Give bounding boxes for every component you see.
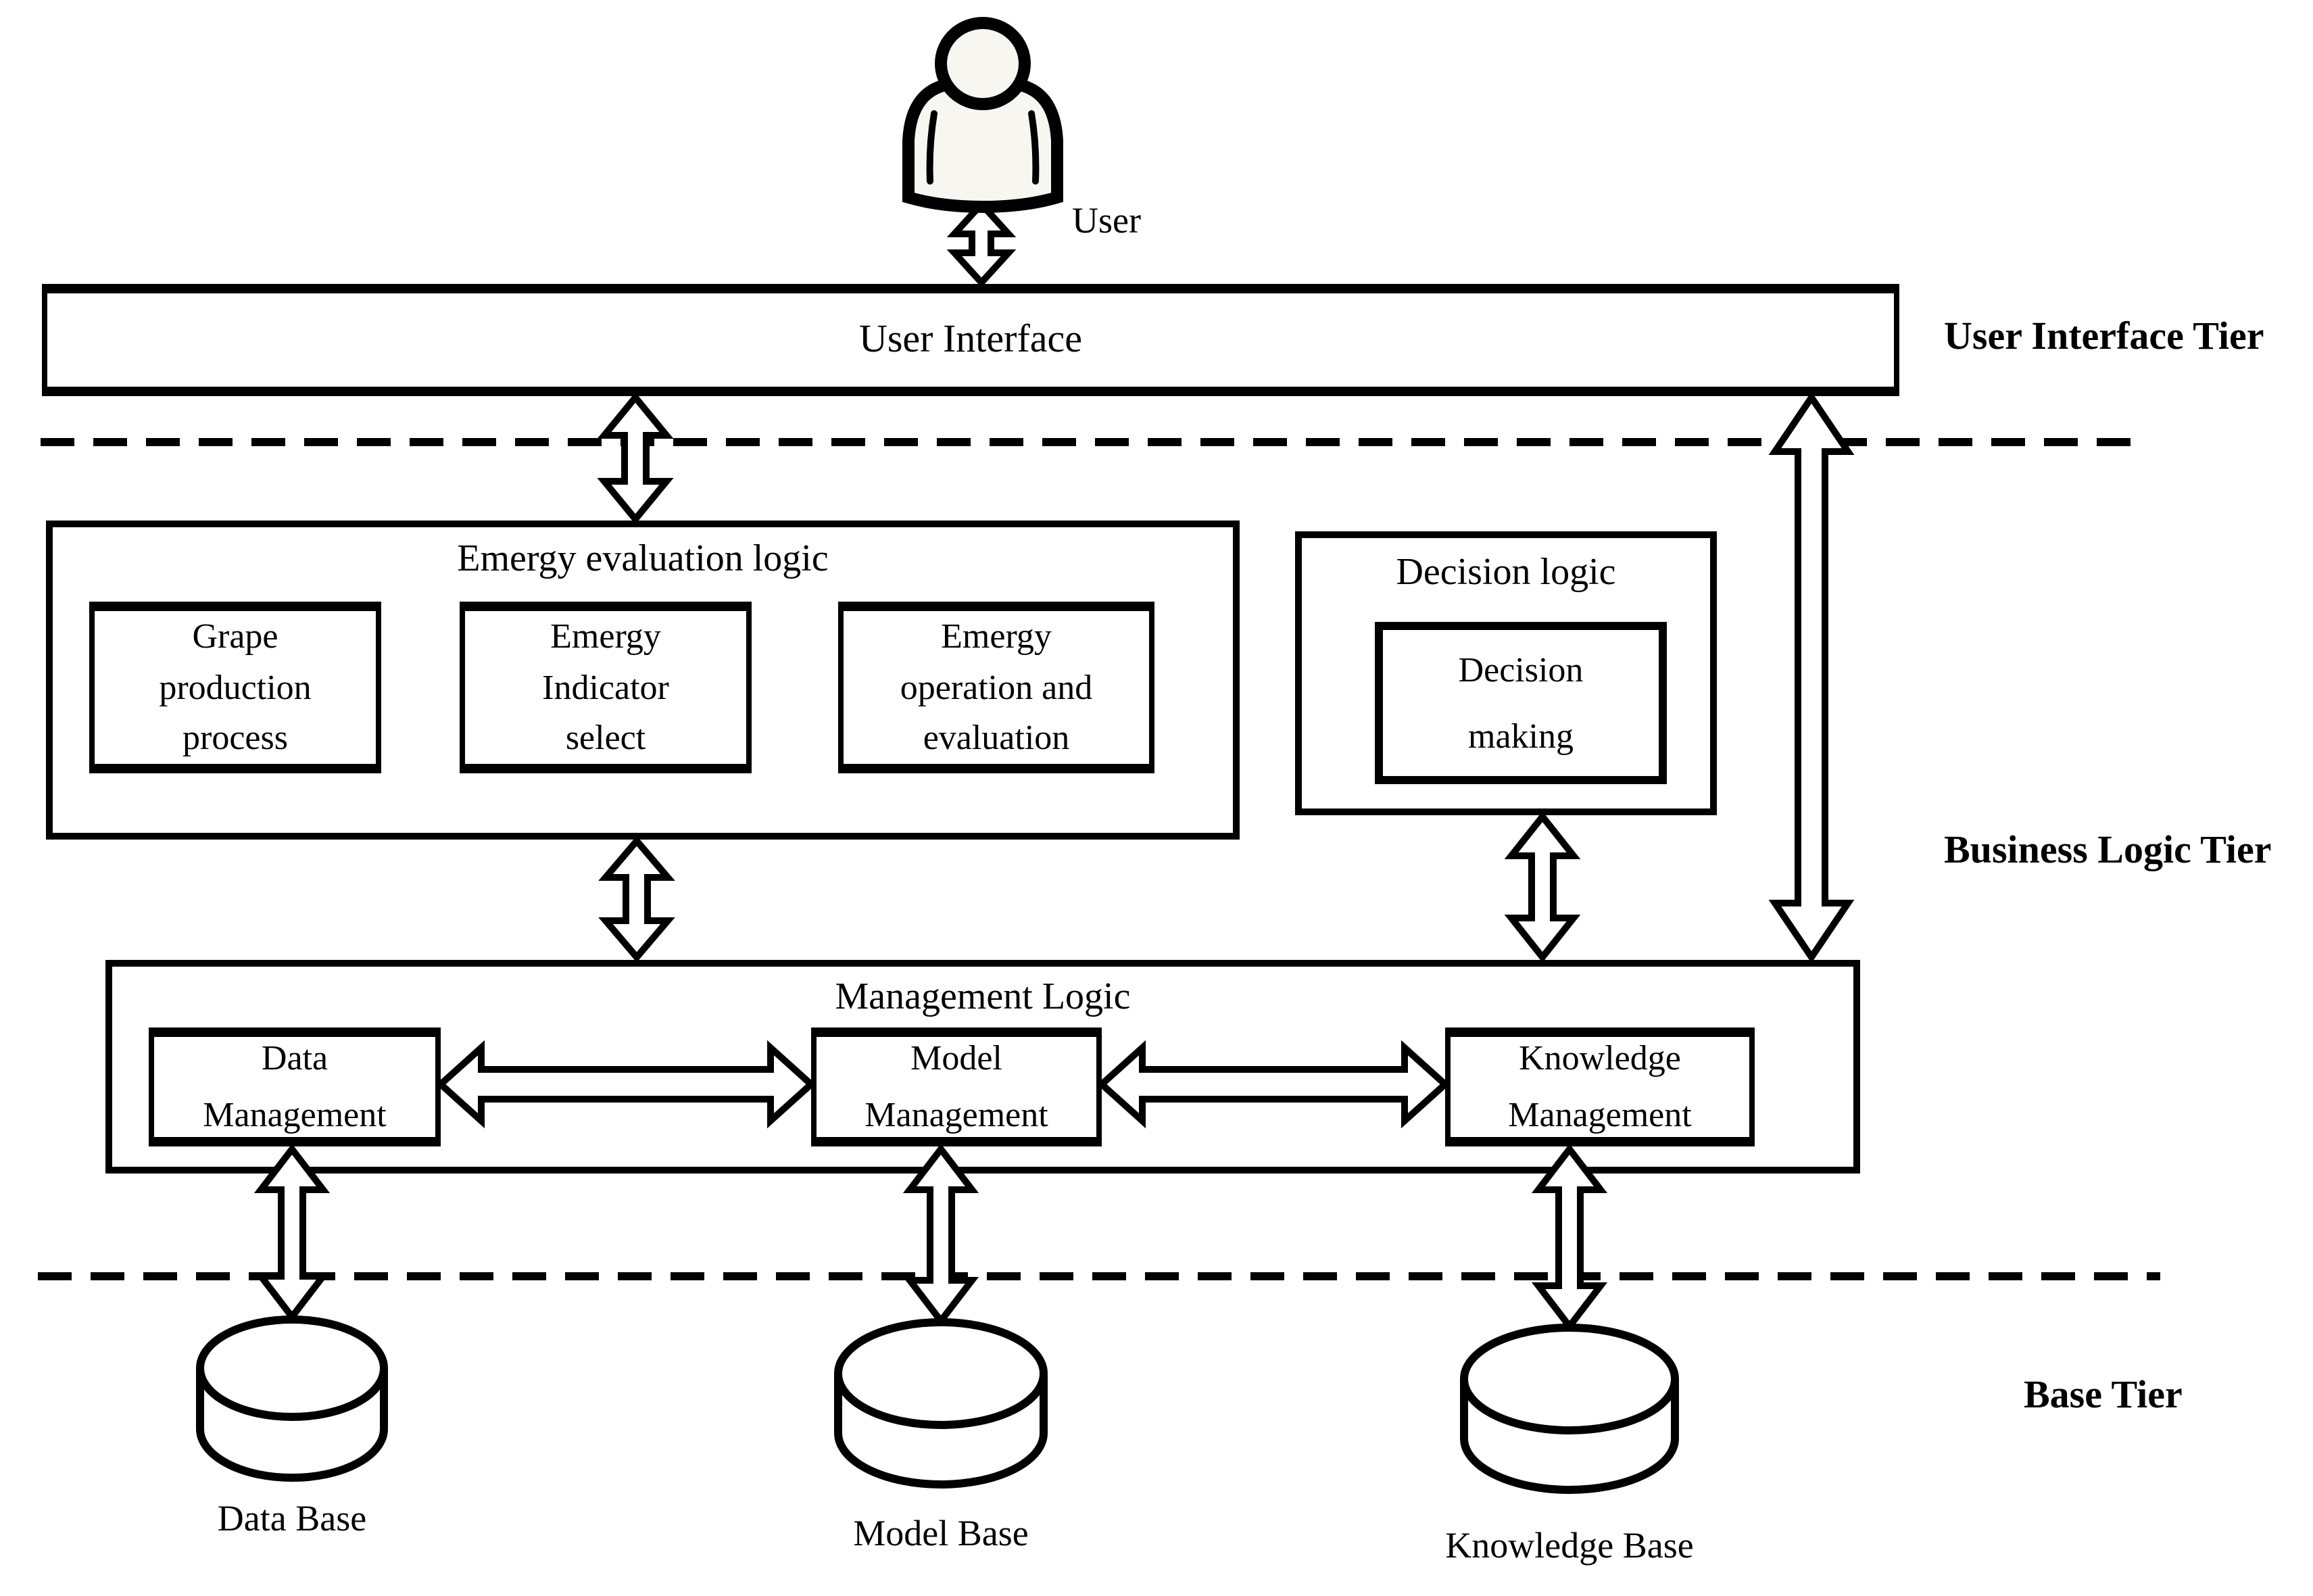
emergy-evaluation-title: Emergy evaluation logic xyxy=(457,538,829,580)
arrow-user-ui xyxy=(946,199,1017,288)
tier-label-business-logic: Business Logic Tier xyxy=(1944,829,2272,872)
arrow-ui-management xyxy=(1768,391,1855,963)
knowledge-base-cylinder xyxy=(1460,1324,1679,1494)
management-logic-title: Management Logic xyxy=(835,976,1131,1018)
model-management-box: Model Management xyxy=(811,1027,1102,1146)
arrow-data-management-database xyxy=(253,1143,331,1323)
tier-label-user-interface: User Interface Tier xyxy=(1944,315,2264,358)
arrow-ui-emergy xyxy=(597,392,674,525)
emergy-operation-box: Emergy operation and evaluation xyxy=(838,602,1154,773)
model-base-cylinder xyxy=(834,1318,1048,1489)
user-interface-label: User Interface xyxy=(858,318,1083,361)
decision-logic-title: Decision logic xyxy=(1396,552,1616,594)
arrow-decision-management xyxy=(1504,811,1581,963)
user-icon xyxy=(902,17,1063,214)
tier-label-base: Base Tier xyxy=(2024,1374,2183,1417)
data-base-cylinder xyxy=(196,1315,388,1482)
grape-production-box: Grape production process xyxy=(89,602,381,773)
knowledge-management-label: Knowledge Management xyxy=(1508,1038,1692,1134)
grape-production-label: Grape production process xyxy=(159,616,312,758)
decision-making-label: Decision making xyxy=(1458,650,1584,756)
emergy-operation-label: Emergy operation and evaluation xyxy=(900,616,1093,758)
arrow-model-management-modelbase xyxy=(902,1143,979,1327)
knowledge-management-box: Knowledge Management xyxy=(1445,1027,1755,1146)
user-interface-box: User Interface xyxy=(42,284,1899,396)
decision-making-box: Decision making xyxy=(1375,622,1667,784)
knowledge-base-label: Knowledge Base xyxy=(1445,1525,1694,1566)
arrow-emergy-management xyxy=(598,836,675,963)
data-management-box: Data Management xyxy=(149,1027,441,1146)
data-base-label: Data Base xyxy=(217,1498,367,1539)
emergy-indicator-box: Emergy Indicator select xyxy=(460,602,752,773)
user-label: User xyxy=(1072,200,1141,241)
model-base-label: Model Base xyxy=(853,1513,1029,1553)
model-management-label: Model Management xyxy=(865,1038,1048,1134)
data-management-label: Data Management xyxy=(203,1038,387,1134)
emergy-indicator-label: Emergy Indicator select xyxy=(542,616,669,758)
arrow-knowledge-management-knowledgebase xyxy=(1531,1143,1608,1332)
